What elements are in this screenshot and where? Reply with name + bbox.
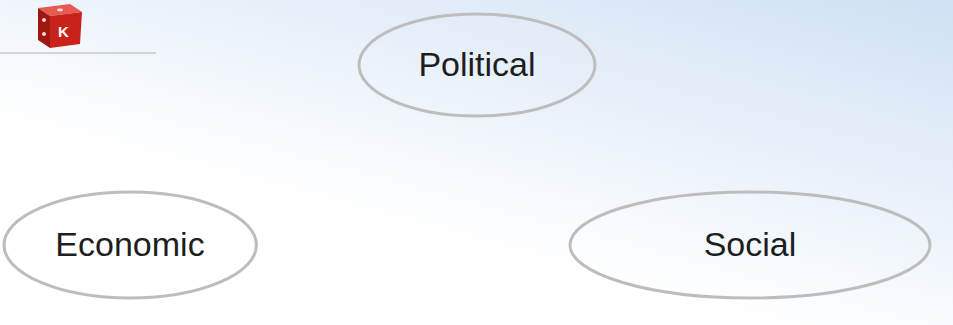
divider-line [0,52,156,54]
icon-letter: K [58,24,69,39]
ellipse-node: Economic [2,190,258,300]
node-label: Political [418,46,535,83]
ellipse-node: Social [568,190,932,300]
dice-icon [38,4,82,48]
node-label: Economic [55,226,204,263]
ellipse-node: Political [357,12,597,118]
node-label: Social [704,226,797,263]
